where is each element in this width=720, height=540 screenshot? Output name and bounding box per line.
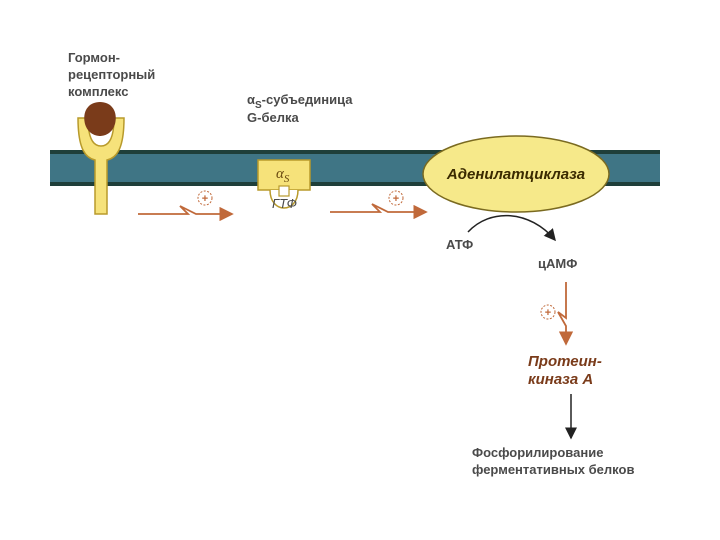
alpha-subunit-label-line2: G-белка bbox=[247, 110, 299, 125]
gtp-label: ГТФ bbox=[272, 196, 297, 211]
g-protein-alpha: αS ГТФ bbox=[257, 159, 311, 211]
atp-label: АТФ bbox=[446, 237, 473, 252]
result-label-line1: Фосфорилирование bbox=[472, 445, 603, 460]
plus-sign-2: + bbox=[393, 193, 399, 205]
receptor-label-line3: комплекс bbox=[68, 84, 128, 99]
hormone bbox=[84, 102, 116, 136]
adenylate-cyclase: Аденилатциклаза bbox=[422, 135, 610, 213]
activation-arrow-1: + bbox=[138, 190, 234, 222]
activation-arrow-3: + bbox=[540, 282, 574, 346]
receptor-label-line2: рецепторный bbox=[68, 67, 155, 82]
receptor bbox=[77, 117, 125, 215]
g-alpha-symbol: αS bbox=[276, 166, 290, 185]
alpha-subunit-label-line1: αS-субъединица bbox=[247, 92, 353, 111]
pka-label-line2: киназа А bbox=[528, 371, 593, 388]
camp-label: цАМФ bbox=[538, 256, 577, 271]
adenylate-cyclase-label: Аденилатциклаза bbox=[446, 166, 585, 183]
atp-to-camp-arrow bbox=[467, 214, 556, 242]
pka-label-line1: Протеин- bbox=[528, 353, 602, 370]
plus-sign-1: + bbox=[202, 193, 208, 205]
result-label-line2: ферментативных белков bbox=[472, 462, 634, 477]
receptor-label-line1: Гормон- bbox=[68, 50, 120, 65]
plus-sign-3: + bbox=[545, 307, 551, 319]
activation-arrow-2: + bbox=[330, 190, 428, 220]
